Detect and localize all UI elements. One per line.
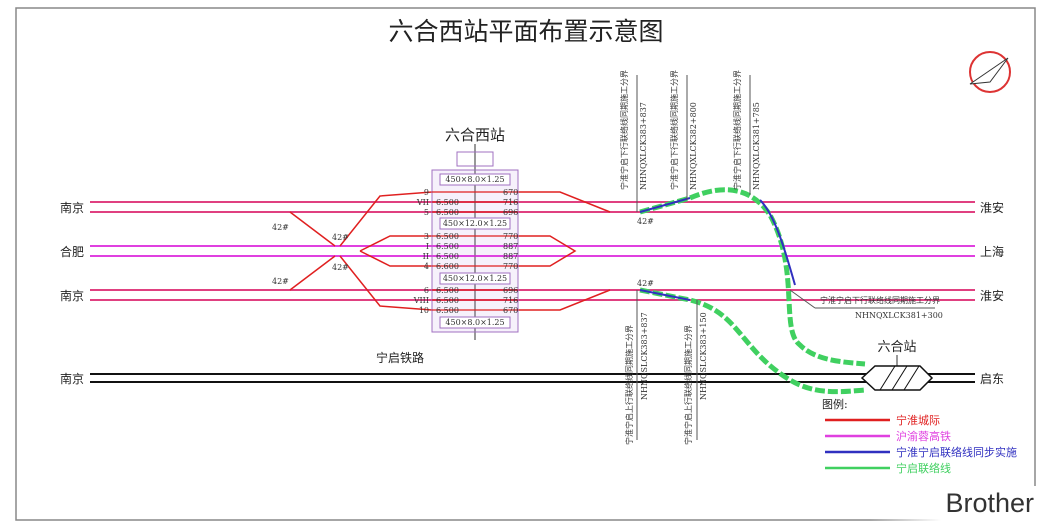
track-label: I xyxy=(426,242,429,251)
switch-label: 42# xyxy=(332,263,349,272)
switch-label: 42# xyxy=(272,277,289,286)
boundary-marker: 宁淮宁启下行联络线同期施工分界 NHNQXLCK383+837 xyxy=(619,70,648,212)
track-label: 770 xyxy=(503,232,518,241)
line-label-left: 合肥 xyxy=(60,244,84,259)
switch-label: 42# xyxy=(332,233,349,242)
platform-label: 450×12.0×1.25 xyxy=(443,274,507,283)
svg-text:六合站: 六合站 xyxy=(877,340,916,355)
track-label: 887 xyxy=(503,242,518,251)
track-label: 6.500 xyxy=(436,232,459,241)
platform-label: 450×8.0×1.25 xyxy=(445,318,504,327)
connecting-line-down xyxy=(639,187,866,367)
track-label: 6.500 xyxy=(436,252,459,261)
frame xyxy=(15,7,1036,521)
track-label: 10 xyxy=(419,306,429,315)
switch-label: 42# xyxy=(272,223,289,232)
svg-text:宁淮宁启下行联络线同期施工分界: 宁淮宁启下行联络线同期施工分界 xyxy=(619,70,629,190)
station-name: 六合西站 xyxy=(445,126,505,144)
switch-label: 42# xyxy=(637,217,654,226)
track-label: 6.500 xyxy=(436,286,459,295)
track-label: 6.600 xyxy=(436,262,459,271)
svg-text:宁淮宁启上行联络线同期施工分界: 宁淮宁启上行联络线同期施工分界 xyxy=(624,325,634,445)
track-label: VII xyxy=(416,198,429,207)
diagram-title: 六合西站平面布置示意图 xyxy=(388,17,663,46)
track-label: 887 xyxy=(503,252,518,261)
line-label-left: 南京 xyxy=(60,200,84,215)
boundary-marker: 宁淮宁启下行联络线同期施工分界 NHNQXLCK381+300 xyxy=(789,289,943,320)
svg-text:NHNQXLCK382+800: NHNQXLCK382+800 xyxy=(689,102,698,190)
track-label: 6.500 xyxy=(436,208,459,217)
track-label: II xyxy=(423,252,429,261)
track-label: 6.500 xyxy=(436,306,459,315)
line-label-right: 淮安 xyxy=(980,200,1004,215)
track-label: 5 xyxy=(424,208,429,217)
track-label: 3 xyxy=(424,232,429,241)
platform-label: 450×8.0×1.25 xyxy=(445,175,504,184)
svg-text:宁淮宁启下行联络线同期施工分界: 宁淮宁启下行联络线同期施工分界 xyxy=(732,70,742,190)
station-building: 六合西站 450×8.0×1.25 450×12.0×1.25 450×12.0… xyxy=(431,126,519,340)
line-label-left: 南京 xyxy=(60,371,84,386)
track-nanjing-huaian-lower xyxy=(90,289,975,301)
legend-label: 沪渝蓉高铁 xyxy=(896,429,951,443)
track-label: 670 xyxy=(503,188,518,197)
track-label: VIII xyxy=(413,296,429,305)
ningqi-railway-label: 宁启铁路 xyxy=(376,350,424,365)
boundary-marker: 宁淮宁启下行联络线同期施工分界 NHNQXLCK382+800 xyxy=(669,70,698,200)
svg-text:图例:: 图例: xyxy=(822,397,848,411)
track-label: 716 xyxy=(503,198,518,207)
svg-text:宁淮宁启下行联络线同期施工分界: 宁淮宁启下行联络线同期施工分界 xyxy=(669,70,679,190)
svg-text:NHNQSLCK383+150: NHNQSLCK383+150 xyxy=(699,312,708,400)
track-label: 716 xyxy=(503,296,518,305)
track-label: 6.500 xyxy=(436,198,459,207)
legend-label: 宁启联络线 xyxy=(896,461,951,475)
connecting-line-up xyxy=(639,287,866,395)
liuhe-station: 六合站 xyxy=(860,340,934,391)
svg-text:NHNQSLCK383+837: NHNQSLCK383+837 xyxy=(640,312,649,400)
track-ningqi-railway xyxy=(90,373,975,383)
svg-text:宁淮宁启上行联络线同期施工分界: 宁淮宁启上行联络线同期施工分界 xyxy=(683,325,693,445)
legend-label: 宁淮宁启联络线同步实施 xyxy=(896,445,1017,459)
north-arrow-icon xyxy=(969,51,1011,93)
track-label: 4 xyxy=(424,262,429,271)
track-label: 696 xyxy=(503,286,518,295)
line-label-right: 上海 xyxy=(980,244,1004,259)
watermark: Brother xyxy=(870,486,1048,532)
svg-text:NHNQXLCK381+785: NHNQXLCK381+785 xyxy=(752,102,761,190)
switch-label: 42# xyxy=(637,279,654,288)
track-label: 6.500 xyxy=(436,296,459,305)
track-label: 770 xyxy=(503,262,518,271)
line-label-left: 南京 xyxy=(60,288,84,303)
boundary-marker: 宁淮宁启上行联络线同期施工分界 NHNQSLCK383+150 xyxy=(683,300,708,445)
legend-label: 宁淮城际 xyxy=(896,413,940,427)
line-label-right: 淮安 xyxy=(980,288,1004,303)
track-label: 696 xyxy=(503,208,518,217)
track-label: 670 xyxy=(503,306,518,315)
svg-text:宁淮宁启下行联络线同期施工分界: 宁淮宁启下行联络线同期施工分界 xyxy=(820,295,940,305)
platform-label: 450×12.0×1.25 xyxy=(443,219,507,228)
track-label: 6.500 xyxy=(436,242,459,251)
boundary-marker: 宁淮宁启下行联络线同期施工分界 NHNQXLCK381+785 xyxy=(732,70,761,195)
track-hefei-shanghai xyxy=(90,245,975,257)
track-label: 6 xyxy=(424,286,429,295)
svg-text:NHNQXLCK381+300: NHNQXLCK381+300 xyxy=(855,311,943,320)
svg-text:NHNQXLCK383+837: NHNQXLCK383+837 xyxy=(639,102,648,190)
track-nanjing-huaian-upper xyxy=(90,201,975,213)
boundary-marker: 宁淮宁启上行联络线同期施工分界 NHNQSLCK383+837 xyxy=(624,290,649,445)
track-label: 9 xyxy=(424,188,429,197)
line-label-right: 启东 xyxy=(980,372,1004,386)
station-throat xyxy=(289,191,611,311)
